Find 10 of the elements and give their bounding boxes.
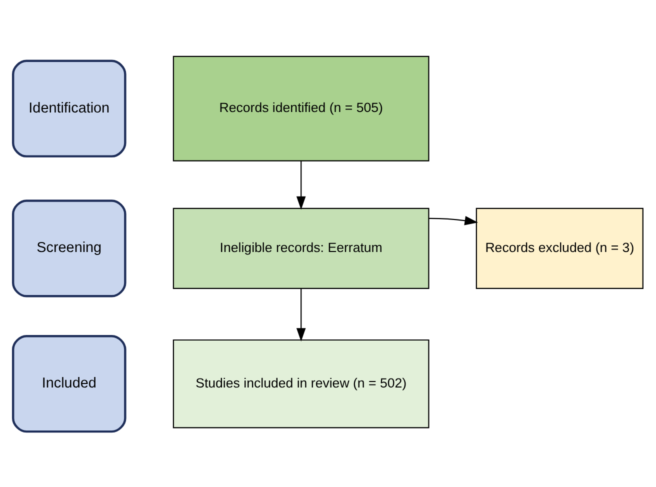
node-box: Screening bbox=[12, 199, 126, 297]
node-box: Included bbox=[12, 334, 126, 432]
node-box: Records excluded (n = 3) bbox=[476, 207, 644, 288]
node-box: Records identified (n = 505) bbox=[172, 55, 430, 161]
node-box: Identification bbox=[12, 59, 126, 157]
node-box: Ineligible records: Eerratum bbox=[172, 207, 430, 288]
arrow bbox=[296, 160, 306, 210]
arrow bbox=[296, 288, 306, 342]
node-box: Studies included in review (n = 502) bbox=[172, 338, 430, 428]
arrow bbox=[428, 215, 478, 225]
